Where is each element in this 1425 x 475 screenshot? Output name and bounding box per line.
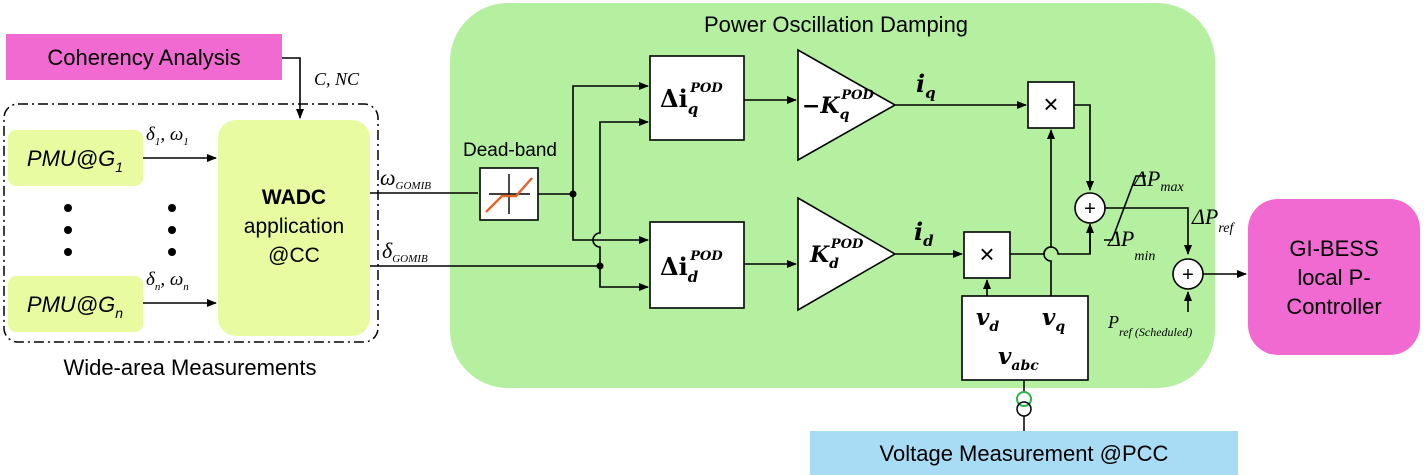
- voltage-measurement-label: Voltage Measurement @PCC: [880, 441, 1169, 466]
- iq-label: iq: [916, 69, 936, 102]
- pmu1-signal-label: δ1, ω1: [146, 124, 189, 148]
- c-nc-label: C, NC: [314, 69, 360, 89]
- did-pod-label: ΔidPOD: [660, 249, 723, 286]
- delta-gomib-label: δGOMIB: [382, 238, 428, 265]
- gi-bess-line2: local P-: [1297, 265, 1370, 290]
- pmu-g1-label: PMU@G1: [27, 146, 123, 175]
- omega-gomib-label: ωGOMIB: [380, 165, 431, 192]
- gi-bess-line1: GI-BESS: [1289, 236, 1378, 261]
- gi-bess-line3: Controller: [1286, 294, 1381, 319]
- kd-gain-label: KdPOD: [809, 237, 864, 272]
- pmu-g1-box: [8, 130, 143, 186]
- vabc-label: vabc: [998, 343, 1039, 374]
- coherency-analysis-label: Coherency Analysis: [47, 45, 240, 70]
- wadc-title: WADC: [262, 186, 326, 209]
- multiplier-d: [963, 231, 1011, 279]
- transformer-icon: [1016, 380, 1032, 432]
- pod-title: Power Oscillation Damping: [704, 12, 968, 37]
- wide-area-label: Wide-area Measurements: [63, 355, 316, 380]
- summing-junction-2-plus: +: [1182, 264, 1194, 286]
- kd-gain-triangle: [797, 196, 897, 312]
- pmu-ellipsis-dots: [64, 204, 176, 256]
- gi-bess-box: [1248, 199, 1420, 355]
- voltage-measurement-box: [810, 431, 1238, 475]
- multiplier-q-symbol: ×: [1043, 89, 1058, 119]
- multiplier-q: [1027, 81, 1075, 129]
- kq-gain-triangle: [797, 48, 897, 162]
- diq-pod-label: ΔiqPOD: [660, 81, 723, 118]
- dpmax-label: ΔPmax: [1133, 166, 1184, 195]
- vabc-block: [961, 295, 1089, 381]
- coherency-analysis-box: [6, 34, 282, 80]
- pod-panel: [450, 3, 1215, 388]
- id-label: id: [914, 217, 934, 250]
- wadc-box: [218, 120, 370, 336]
- pmu-gn-box: [8, 276, 143, 332]
- did-pod-block: [649, 221, 745, 309]
- wadc-application: application: [244, 215, 344, 238]
- pref-scheduled-label: Pref (Scheduled): [1107, 312, 1192, 339]
- diq-pod-block: [649, 55, 745, 141]
- vq-label: vq: [1042, 304, 1065, 335]
- pmun-signal-label: δn, ωn: [146, 269, 189, 293]
- vd-label: vd: [976, 304, 999, 335]
- kq-gain-label: −KqPOD: [802, 88, 874, 123]
- summing-junction-1-plus: +: [1084, 198, 1096, 220]
- multiplier-d-symbol: ×: [979, 239, 994, 269]
- dpmin-label: ΔPmin: [1107, 226, 1155, 264]
- deadband-curve-icon: [485, 174, 533, 214]
- deadband-label: Dead-band: [463, 140, 557, 161]
- dpref-label: ΔPref: [1191, 204, 1236, 236]
- wadc-cc: @CC: [268, 244, 320, 267]
- pmu-gn-label: PMU@Gn: [27, 292, 123, 321]
